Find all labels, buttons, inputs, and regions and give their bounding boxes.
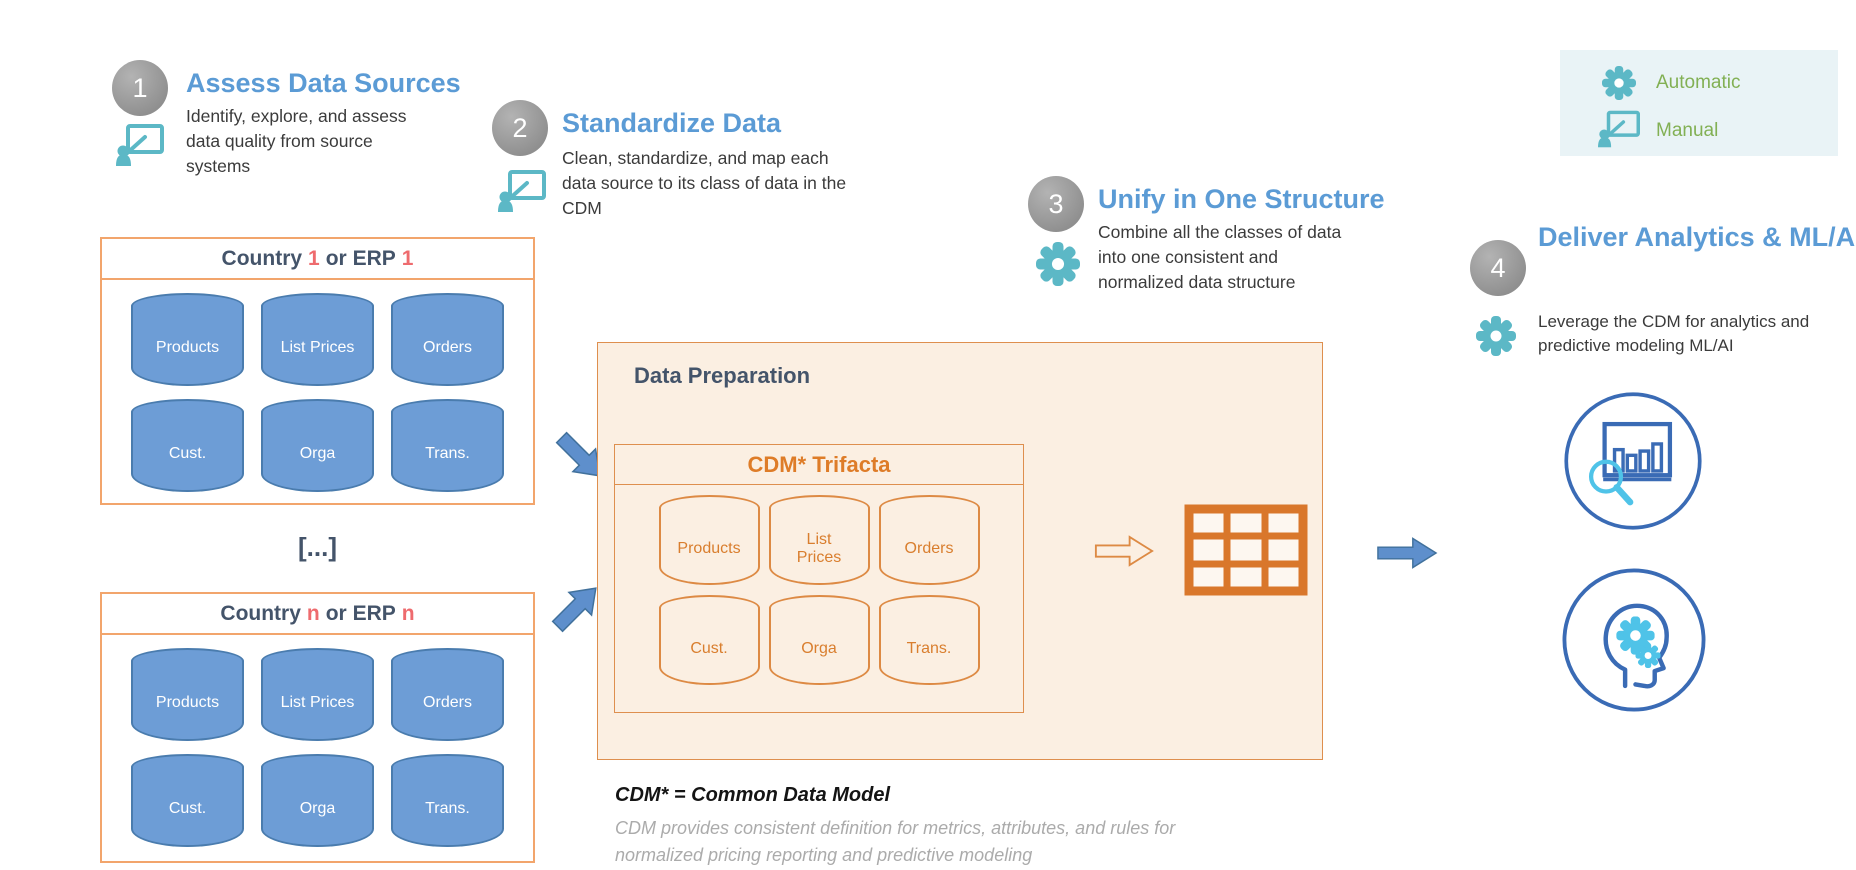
step-3-title: Unify in One Structure xyxy=(1098,184,1385,214)
gear-icon xyxy=(1036,242,1080,286)
step-1-title: Assess Data Sources xyxy=(186,68,461,98)
presenter-icon xyxy=(498,170,546,212)
step-3-description: Combine all the classes of data into one… xyxy=(1098,222,1342,292)
database-cylinder: Orders xyxy=(878,495,980,585)
step-4-description: Leverage the CDM for analytics and predi… xyxy=(1538,312,1810,356)
step-2-number: 2 xyxy=(492,100,548,156)
step-4-title: Deliver Analytics & ML/AI xyxy=(1538,222,1856,252)
gear-icon xyxy=(1635,642,1661,669)
legend-label-automatic: Automatic xyxy=(1656,72,1741,93)
head-gears-icon xyxy=(1562,568,1706,712)
database-cylinder: Cust. xyxy=(131,399,244,492)
data-preparation-box: Data Preparation CDM* Trifacta Products … xyxy=(597,342,1323,760)
footnote-line-2: normalized pricing reporting and predict… xyxy=(615,845,1033,865)
presenter-icon xyxy=(116,124,164,166)
arrow-right-icon xyxy=(1376,530,1438,576)
database-grid: Products List Prices Orders Cust. Orga T… xyxy=(102,635,533,847)
database-cylinder: Trans. xyxy=(391,399,504,492)
arrow-up-right-icon xyxy=(551,587,597,633)
step-3-number: 3 xyxy=(1028,176,1084,232)
database-cylinder: Products xyxy=(658,495,760,585)
database-cylinder: Trans. xyxy=(878,595,980,685)
data-preparation-title: Data Preparation xyxy=(634,363,811,388)
database-cylinder: Cust. xyxy=(658,595,760,685)
database-cylinder: Cust. xyxy=(131,754,244,847)
database-grid: Products List Prices Orders Cust. Orga T… xyxy=(615,485,1023,685)
source-box-title: Country n or ERP n xyxy=(102,594,533,635)
database-cylinder: Products xyxy=(131,648,244,741)
more-sources-ellipsis: [...] xyxy=(298,532,337,562)
source-box-title: Country 1 or ERP 1 xyxy=(102,239,533,280)
analytics-magnifier-icon xyxy=(1564,392,1702,530)
cdm-trifacta-box: CDM* Trifacta Products List Prices Order… xyxy=(614,444,1024,713)
gear-icon xyxy=(1476,316,1516,356)
database-cylinder: Orders xyxy=(391,648,504,741)
database-cylinder: List Prices xyxy=(261,293,374,386)
footnote-title: CDM* = Common Data Model xyxy=(615,784,891,806)
gear-icon xyxy=(1602,66,1636,100)
arrow-right-outline-icon xyxy=(1094,529,1154,573)
presenter-icon xyxy=(1598,110,1640,148)
source-box-country-n: Country n or ERP n Products List Prices … xyxy=(100,592,535,863)
database-cylinder: Trans. xyxy=(391,754,504,847)
database-cylinder: List Prices xyxy=(768,495,870,585)
step-4-number: 4 xyxy=(1470,240,1526,296)
footnote-line-1: CDM provides consistent definition for m… xyxy=(615,818,1176,838)
database-cylinder: Orga xyxy=(261,399,374,492)
arrow-down-right-icon xyxy=(555,431,601,477)
database-grid: Products List Prices Orders Cust. Orga T… xyxy=(102,280,533,492)
unified-table-icon xyxy=(1184,504,1308,596)
step-2-description: Clean, standardize, and map each data so… xyxy=(562,148,847,218)
database-cylinder: Products xyxy=(131,293,244,386)
step-1-description: Identify, explore, and assess data quali… xyxy=(186,106,407,176)
database-cylinder: Orders xyxy=(391,293,504,386)
database-cylinder: Orga xyxy=(768,595,870,685)
legend-label-manual: Manual xyxy=(1656,120,1719,141)
cdm-trifacta-title: CDM* Trifacta xyxy=(615,445,1023,485)
database-cylinder: List Prices xyxy=(261,648,374,741)
database-cylinder: Orga xyxy=(261,754,374,847)
step-2-title: Standardize Data xyxy=(562,108,782,138)
source-box-country-1: Country 1 or ERP 1 Products List Prices … xyxy=(100,237,535,505)
step-1-number: 1 xyxy=(112,60,168,116)
legend-box: Automatic Manual xyxy=(1560,50,1838,156)
